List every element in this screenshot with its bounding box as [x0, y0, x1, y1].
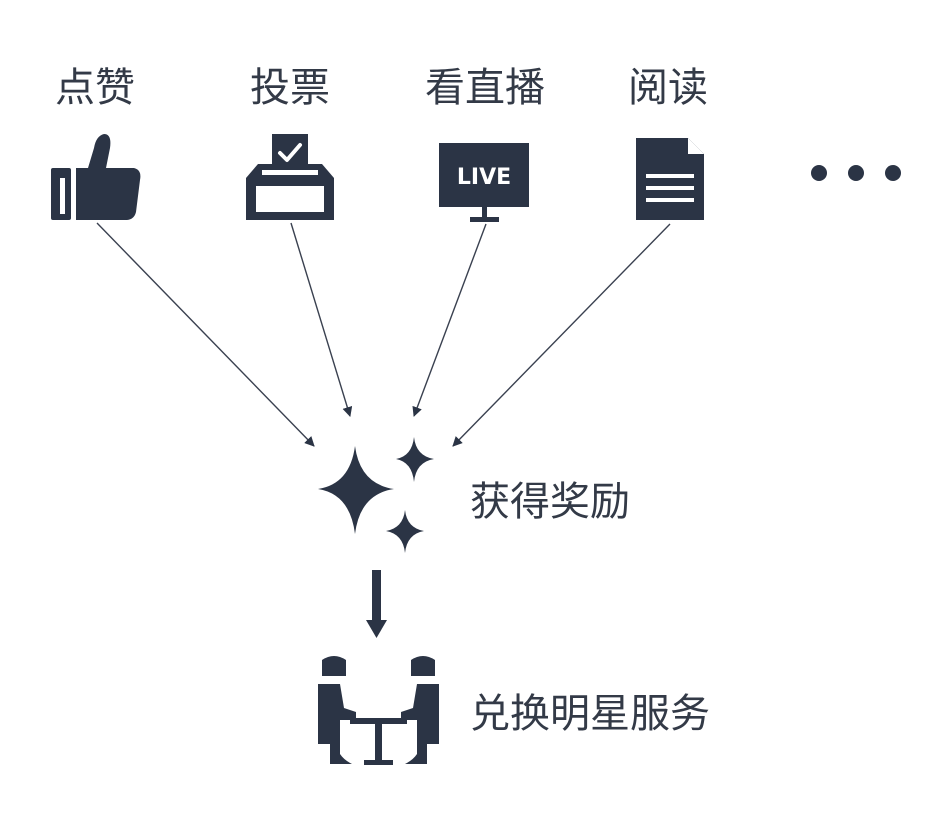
redeem-star-service-label: 兑换明星服务 [470, 691, 710, 737]
ballot-box-icon [246, 134, 334, 220]
sparkle-icon [318, 437, 434, 553]
watch-live-label: 看直播 [425, 65, 545, 111]
read-label: 阅读 [628, 65, 708, 111]
document-icon [636, 138, 704, 220]
arrow-reward-to-redeem [366, 570, 387, 638]
reward-label: 获得奖励 [470, 479, 630, 525]
arrow-read-to-reward [452, 223, 671, 447]
meeting-icon [318, 656, 439, 765]
vote-label: 投票 [250, 65, 330, 111]
ellipsis-icon [811, 165, 901, 181]
thumbs-up-icon [51, 134, 141, 220]
arrow-live-to-reward [412, 223, 487, 417]
arrow-like-to-reward [96, 222, 315, 447]
live-screen-icon: LIVE [439, 143, 529, 222]
arrow-vote-to-reward [290, 222, 353, 417]
like-label: 点赞 [55, 65, 135, 111]
live-screen-text: LIVE [457, 165, 511, 190]
